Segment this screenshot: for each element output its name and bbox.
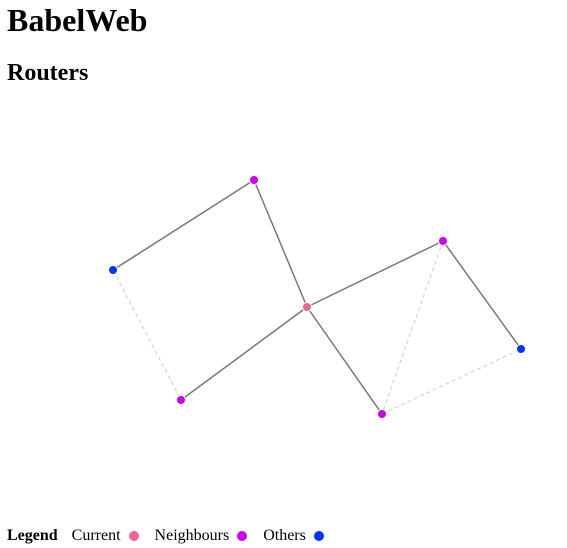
legend: Legend Current Neighbours Others	[7, 525, 324, 547]
link-current-n-left-bottom	[180, 306, 308, 401]
app-title: BabelWeb	[7, 2, 148, 38]
router-node-n-right-top[interactable]	[438, 236, 448, 246]
router-node-n-right-bottom[interactable]	[377, 409, 387, 419]
router-node-o-left[interactable]	[108, 265, 118, 275]
router-links	[112, 179, 522, 415]
legend-label-current: Current	[71, 527, 121, 544]
link-o-left-n-left-bottom	[112, 269, 182, 401]
router-nodes	[108, 175, 526, 419]
link-o-left-n-top	[112, 179, 255, 271]
link-n-top-current	[253, 179, 308, 308]
link-current-n-right-top	[306, 240, 444, 308]
router-node-current[interactable]	[302, 302, 312, 312]
section-title: Routers	[7, 60, 89, 86]
legend-dot-neighbours	[237, 531, 248, 541]
legend-label-others: Others	[263, 527, 306, 544]
legend-label-neighbours: Neighbours	[154, 527, 230, 544]
link-n-right-top-n-right-bottom	[381, 240, 444, 415]
router-node-n-top[interactable]	[249, 175, 259, 185]
router-node-o-right[interactable]	[516, 344, 526, 354]
link-current-n-right-bottom	[306, 306, 383, 415]
legend-dot-current	[128, 531, 139, 541]
legend-dot-others	[313, 531, 324, 541]
link-n-right-top-o-right	[442, 240, 522, 350]
router-node-n-left-bottom[interactable]	[176, 395, 186, 405]
legend-title: Legend	[7, 527, 58, 544]
link-n-right-bottom-o-right	[381, 348, 522, 415]
